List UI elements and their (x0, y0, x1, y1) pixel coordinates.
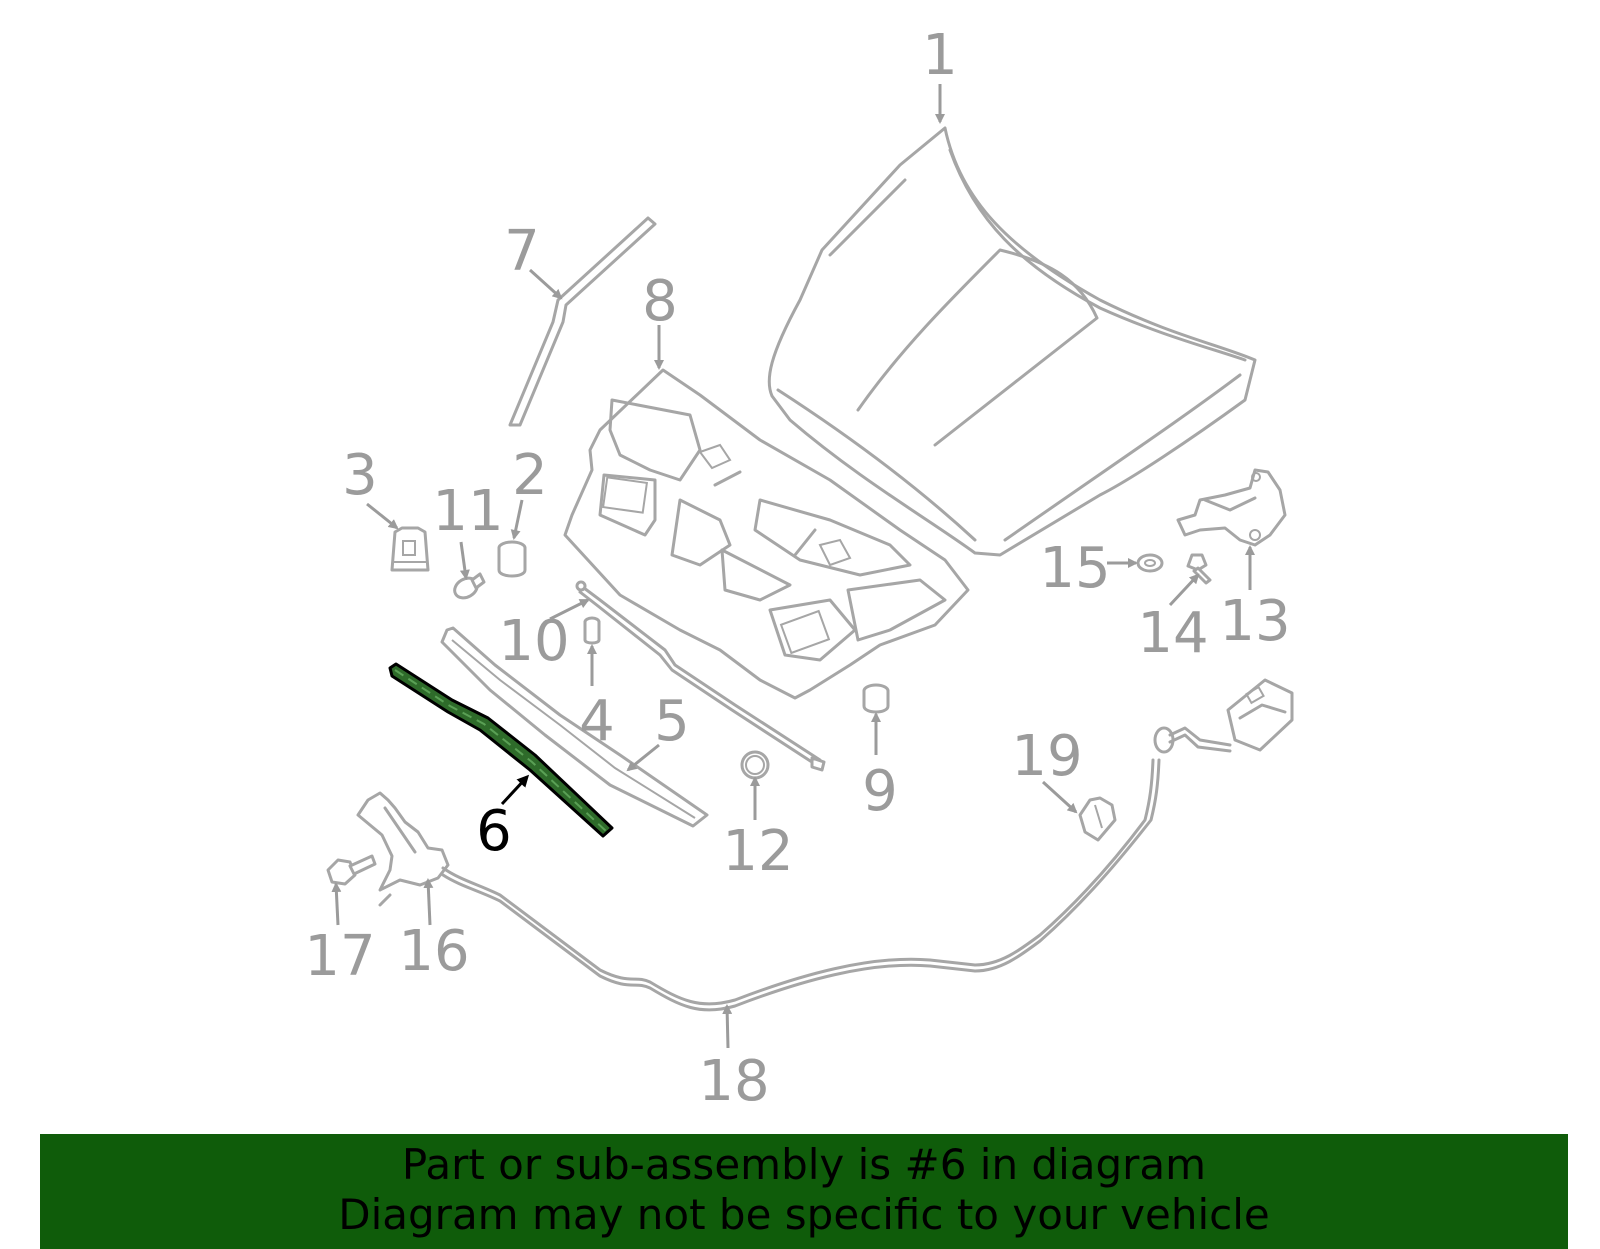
banner-line-disclaimer: Diagram may not be specific to your vehi… (338, 1190, 1270, 1239)
callout-1: 1 (922, 23, 958, 88)
bumper-9-part (862, 683, 890, 714)
bolt-14-part (1186, 553, 1212, 585)
callout-12: 12 (722, 819, 793, 884)
prop-rod-part (575, 580, 826, 772)
callout-10: 10 (498, 609, 569, 674)
callout-7: 7 (504, 219, 540, 284)
hinge-13-part (1176, 468, 1287, 547)
weatherstrip-6-part (388, 662, 614, 838)
callout-6: 6 (476, 799, 512, 864)
seal-strip-7-part (508, 216, 657, 427)
clip-11-part (453, 572, 486, 600)
callout-5: 5 (654, 689, 690, 754)
callout-labels: 1 2 3 4 5 6 7 8 9 10 11 12 13 14 15 16 1… (304, 23, 1290, 1114)
clip-19-part (1078, 796, 1117, 842)
callout-17: 17 (304, 924, 375, 989)
callout-8: 8 (642, 269, 678, 334)
callout-2: 2 (512, 443, 548, 508)
clip-3-part (390, 526, 430, 572)
bolt-17-part (326, 854, 377, 886)
banner-line-part-number: Part or sub-assembly is #6 in diagram (401, 1140, 1207, 1189)
washer-15-part (1136, 553, 1164, 573)
callout-18: 18 (698, 1049, 769, 1114)
info-banner: Part or sub-assembly is #6 in diagram Di… (40, 1134, 1568, 1249)
release-cable-part (441, 678, 1294, 1012)
seal-strip-5-part (440, 626, 709, 828)
callout-13: 13 (1219, 589, 1290, 654)
latch-16-part (356, 791, 450, 907)
callout-3: 3 (342, 443, 378, 508)
callout-14: 14 (1137, 601, 1208, 666)
plug-12-part (740, 750, 770, 780)
callout-4: 4 (579, 689, 615, 754)
leader-arrows (331, 84, 1255, 1049)
callout-15: 15 (1039, 536, 1110, 601)
hood-part (767, 126, 1257, 557)
bumper-4-part (583, 616, 601, 645)
hood-inner-panel-part (563, 368, 970, 700)
bumper-2-part (497, 540, 527, 578)
callout-16: 16 (398, 919, 469, 984)
callout-9: 9 (862, 759, 898, 824)
callout-11: 11 (432, 479, 503, 544)
callout-19: 19 (1011, 724, 1082, 789)
